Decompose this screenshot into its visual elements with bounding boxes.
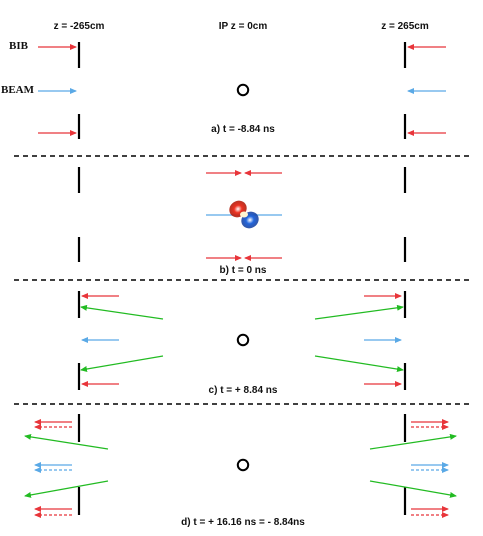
panel-b: b) t = 0 ns	[77, 167, 407, 276]
secondary-arrow-right-top	[369, 433, 457, 450]
secondary-arrow-right-top	[314, 304, 404, 320]
panel-d-label: d) t = + 16.16 ns = - 8.84ns	[181, 517, 305, 528]
panel-a: a) t = -8.84 ns	[38, 42, 446, 139]
interaction-point-circle-icon	[236, 333, 250, 347]
row-label-beam: BEAM	[1, 84, 35, 96]
panel-c-label: c) t = + 8.84 ns	[209, 385, 278, 396]
interaction-point-circle-icon	[236, 83, 250, 97]
secondary-arrow-left-bottom	[80, 355, 164, 372]
header-left: z = -265cm	[54, 21, 105, 32]
panel-c: c) t = + 8.84 ns	[77, 291, 407, 396]
interaction-point-circle-icon	[236, 458, 250, 472]
panel-a-label: a) t = -8.84 ns	[211, 124, 275, 135]
panel-d: d) t = + 16.16 ns = - 8.84ns	[24, 414, 457, 528]
collision-blob-icon	[229, 200, 259, 229]
header-right: z = 265cm	[381, 21, 429, 32]
secondary-arrow-right-bottom	[314, 355, 404, 373]
header-center: IP z = 0cm	[219, 21, 268, 32]
secondary-arrow-right-bottom	[369, 480, 457, 498]
row-label-bib: BIB	[9, 40, 29, 52]
panel-b-label: b) t = 0 ns	[220, 265, 267, 276]
secondary-arrow-left-top	[80, 304, 164, 320]
secondary-arrow-left-top	[24, 433, 109, 450]
secondary-arrow-left-bottom	[24, 480, 109, 498]
